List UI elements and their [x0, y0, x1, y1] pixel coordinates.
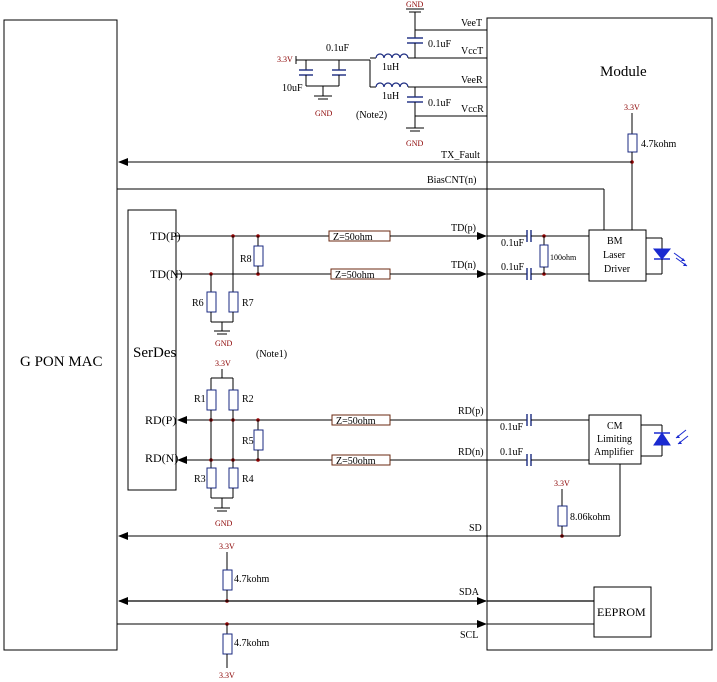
- amp-line1: CM: [607, 421, 623, 432]
- rd-n-impedance: [331, 454, 391, 466]
- amp-line3: Amplifier: [594, 447, 634, 458]
- note1-label: (Note1): [256, 349, 287, 360]
- resistor-sd-pullup: [557, 505, 568, 527]
- tx-cap-p-label: 0.1uF: [501, 238, 525, 249]
- tx-cap-n-label: 0.1uF: [501, 262, 525, 273]
- inductor-vccr: [375, 82, 409, 88]
- resistor-r1: [206, 389, 217, 411]
- photodiode-icon: [653, 432, 671, 446]
- eeprom-block: [593, 586, 652, 638]
- resistor-scl-pullup: [222, 633, 233, 655]
- cap-01-supply-label: 0.1uF: [326, 43, 350, 54]
- limiting-amplifier-block: [588, 414, 642, 465]
- vccr-label: VccR: [461, 104, 484, 115]
- biascnt-label: BiasCNT(n): [427, 175, 476, 186]
- gnd-label-supply: GND: [315, 109, 333, 118]
- resistor-r7: [228, 291, 239, 313]
- resistor-r6: [206, 291, 217, 313]
- sda-res-label: 4.7kohm: [234, 574, 270, 585]
- sd-label: SD: [469, 523, 482, 534]
- module-label: Module: [600, 64, 647, 80]
- td-p-pin-label: TD(P): [150, 229, 181, 243]
- td-p-impedance-label: Z=50ohm: [333, 232, 373, 243]
- resistor-sda-pullup: [222, 569, 233, 591]
- sda-label: SDA: [459, 587, 480, 598]
- gnd-label-vccr: GND: [406, 139, 424, 148]
- cap-10uf-label: 10uF: [282, 83, 303, 94]
- rd-n-impedance-label: Z=50ohm: [336, 456, 376, 467]
- driver-line1: BM: [607, 236, 623, 247]
- rd-p-pin-label: RD(P): [145, 413, 176, 427]
- resistor-r5: [253, 429, 264, 451]
- vcct-cap-label: 0.1uF: [428, 39, 452, 50]
- td-n-impedance-label: Z=50ohm: [335, 270, 375, 281]
- serdes-block: [127, 209, 177, 491]
- r3-label: R3: [194, 474, 206, 485]
- gpon-mac-label: G PON MAC: [20, 354, 103, 370]
- r8-label: R8: [240, 254, 252, 265]
- laser-driver-block: [588, 229, 647, 282]
- tx-fault-label: TX_Fault: [441, 150, 480, 161]
- rd-p-impedance-label: Z=50ohm: [336, 416, 376, 427]
- scl-label: SCL: [460, 630, 478, 641]
- r2-label: R2: [242, 394, 254, 405]
- rd-p-label: RD(p): [458, 406, 484, 417]
- sd-res-label: 8.06kohm: [570, 512, 611, 523]
- gpon-mac-block: [3, 19, 118, 651]
- txfault-res-label: 4.7kohm: [641, 139, 677, 150]
- resistor-100ohm: [539, 244, 549, 268]
- gnd-label-top: GND: [406, 0, 424, 9]
- v33-label-sda: 3.3V: [219, 542, 235, 551]
- gnd-label-td: GND: [215, 339, 233, 348]
- v33-label-supply: 3.3V: [277, 55, 293, 64]
- scl-res-label: 4.7kohm: [234, 638, 270, 649]
- veet-label: VeeT: [461, 18, 482, 29]
- v33-label-sd: 3.3V: [554, 479, 570, 488]
- module-block: [486, 17, 713, 651]
- r6-label: R6: [192, 298, 204, 309]
- rd-p-impedance: [331, 414, 391, 426]
- inductor-vcct: [375, 53, 409, 59]
- r5-label: R5: [242, 436, 254, 447]
- inductor-vccr-label: 1uH: [382, 91, 399, 102]
- v33-label-scl: 3.3V: [219, 671, 235, 680]
- td-n-pin-label: TD(N): [150, 267, 183, 281]
- rx-cap-p-label: 0.1uF: [500, 422, 524, 433]
- r7-label: R7: [242, 298, 254, 309]
- resistor-r3: [206, 467, 217, 489]
- amp-line2: Limiting: [597, 434, 632, 445]
- v33-label-rd: 3.3V: [215, 359, 231, 368]
- vcct-label: VccT: [461, 46, 483, 57]
- v33-label-txfault: 3.3V: [624, 103, 640, 112]
- td-n-label: TD(n): [451, 260, 476, 271]
- eeprom-label: EEPROM: [597, 605, 646, 619]
- td-p-label: TD(p): [451, 223, 476, 234]
- resistor-r4: [228, 467, 239, 489]
- vccr-cap-label: 0.1uF: [428, 98, 452, 109]
- resistor-txfault-pullup: [627, 133, 638, 153]
- rx-cap-n-label: 0.1uF: [500, 447, 524, 458]
- note2-label: (Note2): [356, 110, 387, 121]
- veer-label: VeeR: [461, 75, 483, 86]
- driver-line2: Laser: [603, 250, 626, 261]
- driver-line3: Driver: [604, 264, 631, 275]
- rd-n-label: RD(n): [458, 447, 484, 458]
- resistor-r8: [253, 245, 264, 267]
- r4-label: R4: [242, 474, 254, 485]
- inductor-vcct-label: 1uH: [382, 62, 399, 73]
- gnd-label-rd: GND: [215, 519, 233, 528]
- r1-label: R1: [194, 394, 206, 405]
- laser-diode-icon: [652, 248, 672, 260]
- rd-n-pin-label: RD(N): [145, 451, 178, 465]
- resistor-r2: [228, 389, 239, 411]
- serdes-label: SerDes: [133, 345, 176, 361]
- res-100-label: 100ohm: [550, 253, 577, 262]
